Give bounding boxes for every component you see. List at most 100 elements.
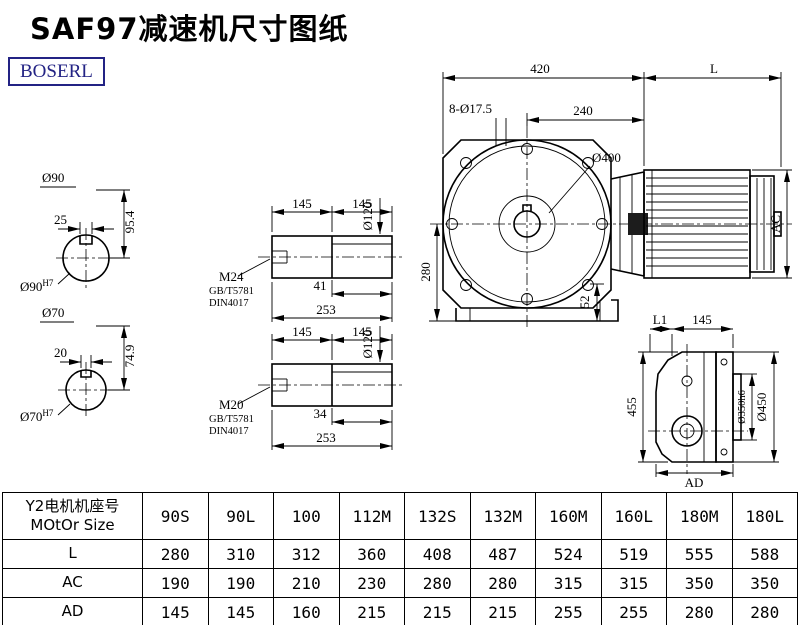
value-cell: 487 xyxy=(469,539,536,569)
brand-logo: BOSERL xyxy=(8,57,105,86)
dim-side-ad: AD xyxy=(685,475,704,490)
value-cell: 215 xyxy=(338,597,405,625)
dim-shaft1-len2: 145 xyxy=(352,196,372,211)
size-table: Y2电机机座号 MOtOr Size 90S 90L 100 112M 132S… xyxy=(2,492,798,625)
dim-shaft1-thread: M24 xyxy=(219,269,244,284)
motor-size-cell: 160M xyxy=(535,492,602,540)
dim-shaft2-dia: Ø120 xyxy=(360,330,375,359)
motor-size-label-cn: Y2电机机座号 xyxy=(25,496,120,515)
page-title: SAF97减速机尺寸图纸 xyxy=(30,12,349,46)
value-cell: 215 xyxy=(404,597,471,625)
motor-size-cell: 180L xyxy=(731,492,798,540)
row-label: AD xyxy=(2,597,143,625)
dim-s70-height: 74.9 xyxy=(122,345,137,368)
dim-front-length: L xyxy=(710,61,718,76)
value-cell: 280 xyxy=(142,539,209,569)
technical-drawing: Ø90 25 95.4 Ø90H7 Ø70 20 xyxy=(20,61,792,490)
dim-s90-bore: Ø90H7 xyxy=(20,278,54,294)
table-row-AD: AD 145 145 160 215 215 215 255 255 280 2… xyxy=(2,597,798,625)
dim-s70-bore: Ø70H7 xyxy=(20,408,54,424)
value-cell: 408 xyxy=(404,539,471,569)
value-cell: 190 xyxy=(207,568,274,598)
motor-size-cell: 90S xyxy=(142,492,209,540)
motor-size-cell: 132S xyxy=(404,492,471,540)
dim-shaft2-std2: DIN4017 xyxy=(209,426,249,437)
dim-s90-key: 25 xyxy=(54,212,67,227)
dim-shaft1-std1: GB/T5781 xyxy=(209,286,254,297)
dim-side-l1: L1 xyxy=(653,312,667,327)
dim-front-base: 52 xyxy=(577,296,592,309)
value-cell: 145 xyxy=(207,597,274,625)
value-cell: 280 xyxy=(404,568,471,598)
dim-side-flange-dia: Ø450 xyxy=(754,393,769,422)
input-coupling xyxy=(628,213,648,235)
value-cell: 280 xyxy=(666,597,733,625)
dim-shaft1-std2: DIN4017 xyxy=(209,298,249,309)
dim-shaft2-len2: 145 xyxy=(352,324,372,339)
table-row-AC: AC 190 190 210 230 280 280 315 315 350 3… xyxy=(2,568,798,598)
value-cell: 255 xyxy=(600,597,667,625)
value-cell: 350 xyxy=(731,568,798,598)
dim-front-width: 420 xyxy=(530,61,550,76)
motor-size-cell: 132M xyxy=(469,492,536,540)
table-header-row: Y2电机机座号 MOtOr Size 90S 90L 100 112M 132S… xyxy=(2,492,798,540)
dim-side-spigot-dia: Ø350h6 xyxy=(737,390,748,424)
motor-size-cell: 112M xyxy=(338,492,405,540)
shaft-section-90: Ø90 25 95.4 Ø90H7 xyxy=(20,170,137,294)
dim-shaft2-std1: GB/T5781 xyxy=(209,414,254,425)
value-cell: 555 xyxy=(666,539,733,569)
value-cell: 145 xyxy=(142,597,209,625)
motor-size-label-en: MOtOr Size xyxy=(30,516,115,534)
value-cell: 360 xyxy=(338,539,405,569)
value-cell: 315 xyxy=(600,568,667,598)
dim-front-halfwidth: 240 xyxy=(573,103,593,118)
dim-front-motor-height: AC xyxy=(768,215,783,233)
value-cell: 310 xyxy=(207,539,274,569)
dim-shaft2-thread: M20 xyxy=(219,397,244,412)
value-cell: 315 xyxy=(535,568,602,598)
value-cell: 280 xyxy=(731,597,798,625)
dim-s70-dia: Ø70 xyxy=(42,305,64,320)
side-view: L1 145 455 Ø350h6 Ø450 AD xyxy=(624,312,779,490)
motor-size-cell: 90L xyxy=(207,492,274,540)
motor-size-cell: 100 xyxy=(273,492,340,540)
dim-shaft2-total: 253 xyxy=(316,430,336,445)
value-cell: 230 xyxy=(338,568,405,598)
value-cell: 350 xyxy=(666,568,733,598)
dim-shaft2-len1: 145 xyxy=(292,324,312,339)
dim-front-center-height: 280 xyxy=(418,262,433,282)
dim-shaft1-dia: Ø120 xyxy=(360,202,375,231)
dim-s90-dia: Ø90 xyxy=(42,170,64,185)
dim-s90-height: 95.4 xyxy=(122,210,137,233)
value-cell: 312 xyxy=(273,539,340,569)
motor-fins xyxy=(646,177,748,267)
dim-side-height: 455 xyxy=(624,397,639,417)
front-view: 420 L 240 8-Ø17.5 Ø400 280 52 AC xyxy=(418,61,792,330)
motor-size-header-cell: Y2电机机座号 MOtOr Size xyxy=(2,492,143,540)
dim-shaft2-seg: 34 xyxy=(314,406,328,421)
motor-size-cell: 160L xyxy=(600,492,667,540)
value-cell: 519 xyxy=(600,539,667,569)
row-label: AC xyxy=(2,568,143,598)
value-cell: 255 xyxy=(535,597,602,625)
row-label: L xyxy=(2,539,143,569)
dim-shaft1-len1: 145 xyxy=(292,196,312,211)
dim-side-width: 145 xyxy=(692,312,712,327)
motor-size-cell: 180M xyxy=(666,492,733,540)
dim-front-flange-dia: Ø400 xyxy=(592,150,621,165)
value-cell: 588 xyxy=(731,539,798,569)
value-cell: 160 xyxy=(273,597,340,625)
shaft-section-70: Ø70 20 74.9 Ø70H7 xyxy=(20,305,137,424)
value-cell: 215 xyxy=(469,597,536,625)
dim-s70-key: 20 xyxy=(54,345,67,360)
value-cell: 210 xyxy=(273,568,340,598)
dim-front-holes: 8-Ø17.5 xyxy=(449,101,492,116)
value-cell: 280 xyxy=(469,568,536,598)
table-row-L: L 280 310 312 360 408 487 524 519 555 58… xyxy=(2,539,798,569)
dim-shaft1-total: 253 xyxy=(316,302,336,317)
output-shaft-bottom: 145 145 Ø120 M20 GB/T5781 DIN4017 34 253 xyxy=(209,324,404,450)
dim-shaft1-seg: 41 xyxy=(314,278,327,293)
output-shaft-top: 145 145 Ø120 M24 GB/T5781 DIN4017 41 253 xyxy=(209,196,404,322)
value-cell: 524 xyxy=(535,539,602,569)
